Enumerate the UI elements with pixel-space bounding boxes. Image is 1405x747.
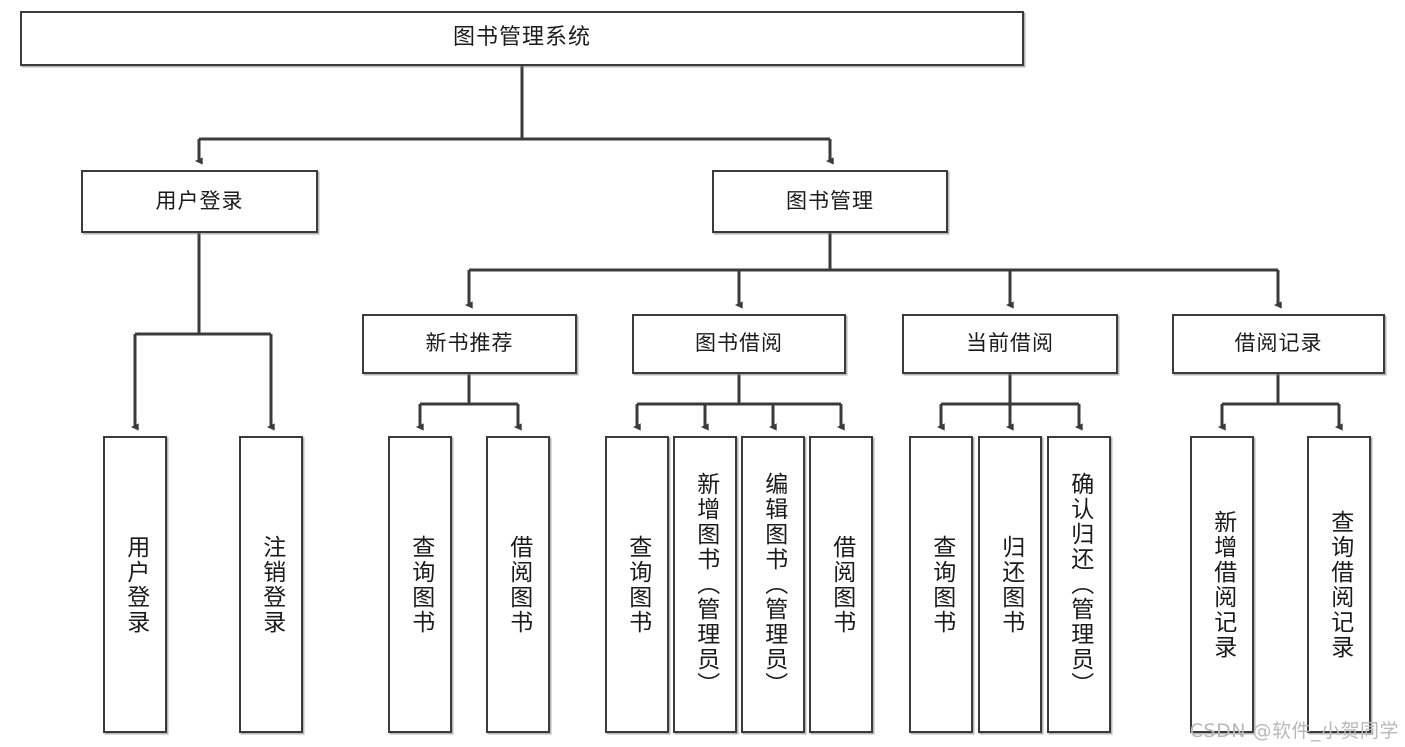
- node-label: 确认归还（管理员）: [1066, 472, 1093, 697]
- leaf-borrow-borrow-books[interactable]: 借阅图书: [809, 436, 873, 733]
- node-label: 图书借阅: [695, 331, 783, 356]
- node-label: 归还图书: [997, 534, 1024, 635]
- leaf-borrow-edit-book-admin[interactable]: 编辑图书（管理员）: [741, 436, 805, 733]
- leaf-user-login-login[interactable]: 用户登录: [103, 436, 167, 733]
- node-label: 借阅图书: [828, 534, 855, 635]
- node-label: 图书管理系统: [452, 25, 591, 51]
- node-label: 查询图书: [624, 534, 651, 635]
- leaf-current-query-books[interactable]: 查询图书: [909, 436, 973, 733]
- node-label: 新书推荐: [425, 331, 514, 356]
- leaf-user-login-logout[interactable]: 注销登录: [239, 436, 303, 733]
- node-book-borrowing[interactable]: 图书借阅: [632, 314, 846, 374]
- node-new-book-recommendation[interactable]: 新书推荐: [362, 314, 577, 374]
- leaf-borrow-query-books[interactable]: 查询图书: [605, 436, 669, 733]
- node-label: 查询图书: [928, 534, 955, 635]
- leaf-new-book-borrow-books[interactable]: 借阅图书: [486, 436, 550, 733]
- node-root-book-management-system[interactable]: 图书管理系统: [20, 11, 1024, 66]
- node-label: 图书管理: [786, 188, 874, 213]
- node-label: 用户登录: [155, 188, 244, 213]
- node-label: 借阅图书: [505, 534, 532, 635]
- node-borrow-record[interactable]: 借阅记录: [1172, 314, 1385, 374]
- node-label: 编辑图书（管理员）: [760, 472, 787, 697]
- leaf-current-return-books[interactable]: 归还图书: [978, 436, 1042, 733]
- leaf-new-book-query-books[interactable]: 查询图书: [388, 436, 452, 733]
- leaf-current-confirm-return-admin[interactable]: 确认归还（管理员）: [1047, 436, 1111, 733]
- node-user-login[interactable]: 用户登录: [81, 170, 318, 233]
- leaf-borrow-add-book-admin[interactable]: 新增图书（管理员）: [673, 436, 737, 733]
- node-label: 当前借阅: [966, 331, 1054, 356]
- node-label: 注销登录: [258, 534, 285, 635]
- node-current-borrowing[interactable]: 当前借阅: [902, 314, 1118, 374]
- node-book-management[interactable]: 图书管理: [712, 170, 948, 233]
- node-label: 借阅记录: [1234, 331, 1323, 356]
- leaf-record-query-borrow-record[interactable]: 查询借阅记录: [1307, 436, 1371, 733]
- watermark-text: CSDN @软件_小贺同学: [1189, 720, 1399, 742]
- leaf-record-add-borrow-record[interactable]: 新增借阅记录: [1190, 436, 1254, 733]
- node-label: 用户登录: [122, 534, 149, 635]
- node-label: 查询图书: [407, 534, 434, 635]
- node-label: 新增借阅记录: [1209, 509, 1236, 660]
- node-label: 新增图书（管理员）: [692, 472, 719, 697]
- node-label: 查询借阅记录: [1326, 509, 1353, 660]
